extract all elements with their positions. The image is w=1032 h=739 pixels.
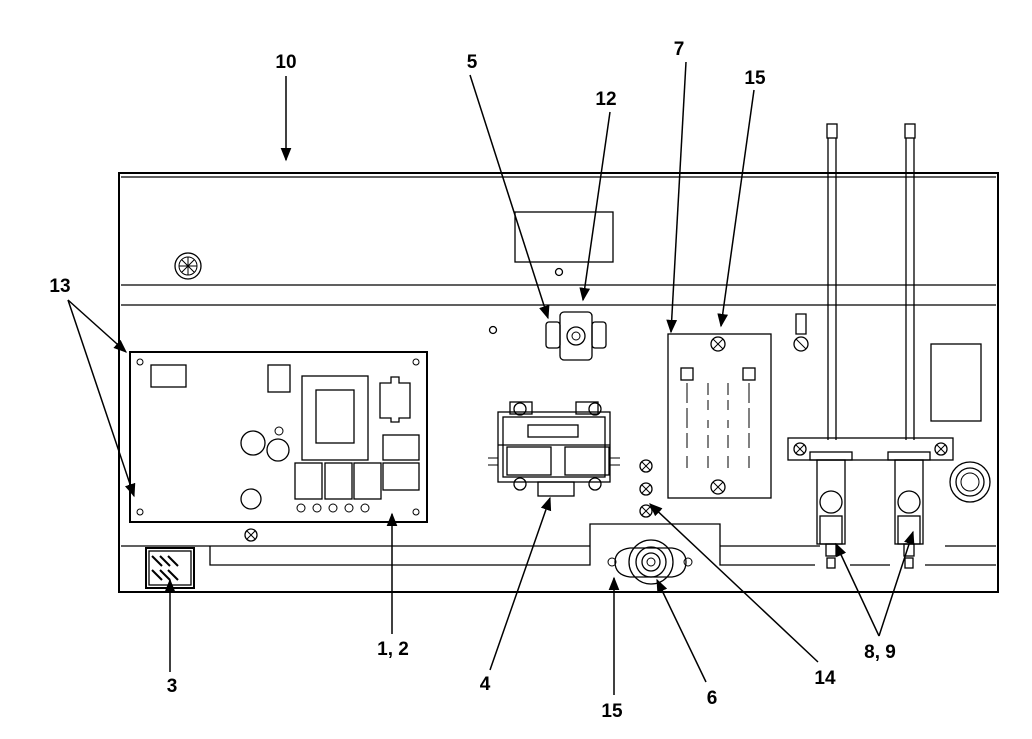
screws-14 <box>639 459 653 518</box>
fan-grommet <box>174 252 202 280</box>
circuit-board <box>129 351 428 523</box>
callout-15-bottom: 15 <box>601 701 623 722</box>
screw-board <box>244 528 258 542</box>
enclosure <box>118 172 999 593</box>
callout-8-9: 8, 9 <box>864 642 896 663</box>
callout-12: 12 <box>595 89 616 110</box>
callout-15-top: 15 <box>744 68 766 89</box>
callout-3: 3 <box>167 676 178 697</box>
top-label-plate <box>488 211 614 335</box>
relay-4 <box>488 401 620 497</box>
callout-6: 6 <box>707 688 718 709</box>
callout-5: 5 <box>467 52 478 73</box>
callout-10: 10 <box>275 52 296 73</box>
fitting-6 <box>607 539 693 585</box>
callout-14: 14 <box>814 668 836 689</box>
leaders <box>67 61 915 695</box>
callout-4: 4 <box>480 674 491 695</box>
cable-clip <box>793 313 809 352</box>
terminal-board-7 <box>667 333 772 499</box>
callout-7: 7 <box>674 39 685 60</box>
burner-assembly <box>787 123 954 569</box>
callout-13: 13 <box>49 276 70 297</box>
callout-labels: 10 5 12 7 15 13 1, 2 3 4 15 6 14 8, 9 <box>49 39 895 722</box>
callout-1-2: 1, 2 <box>377 639 409 660</box>
right-label-plate <box>930 343 991 503</box>
sensor-12 <box>545 311 607 361</box>
